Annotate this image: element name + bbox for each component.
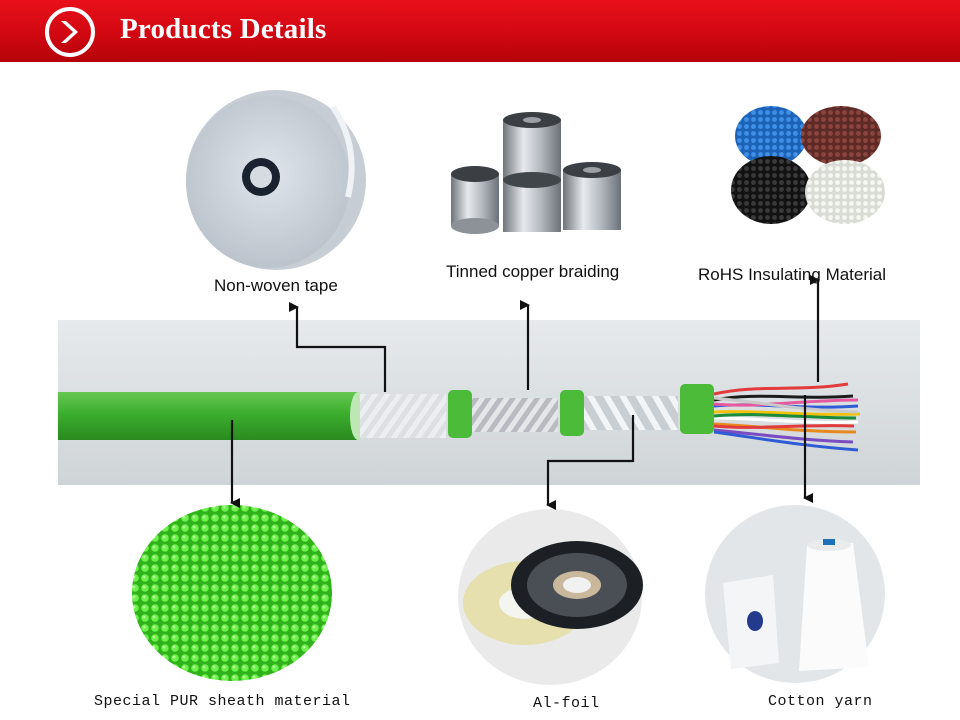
- non-woven-tape-image: [186, 90, 366, 270]
- label-non-woven-tape: Non-woven tape: [214, 276, 338, 295]
- cotton-yarn-image: [705, 505, 885, 683]
- chevron-right-circle-icon: [45, 7, 95, 57]
- label-tinned-copper-braiding: Tinned copper braiding: [446, 262, 620, 281]
- page-title: Products Details: [120, 13, 327, 45]
- label-cotton-yarn: Cotton yarn: [768, 693, 873, 710]
- label-pur-sheath-material: Special PUR sheath material: [94, 693, 351, 710]
- tinned-copper-spools-image: [451, 112, 621, 234]
- header-bar: Products Details: [0, 0, 960, 62]
- cable-structure-image: [58, 320, 920, 485]
- label-rohs-insulating-material: RoHS Insulating Material: [698, 265, 887, 284]
- pur-granules-image: [132, 505, 332, 681]
- rohs-granules-image: [731, 106, 885, 224]
- label-al-foil: Al-foil: [533, 695, 600, 712]
- al-foil-reels-image: [458, 509, 643, 685]
